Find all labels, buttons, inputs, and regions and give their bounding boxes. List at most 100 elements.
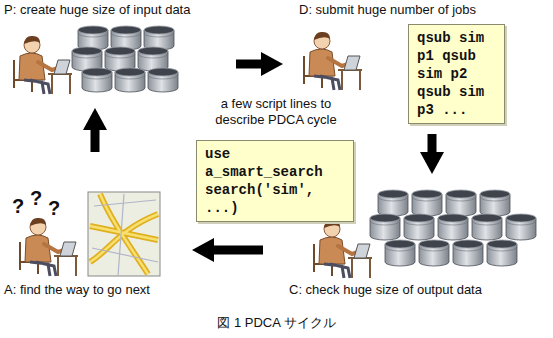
disk-symbol bbox=[412, 190, 442, 216]
disk-symbol bbox=[438, 214, 468, 240]
disk-symbol bbox=[115, 68, 145, 92]
desk bbox=[54, 256, 78, 276]
disk-top bbox=[144, 26, 174, 34]
disk-rim bbox=[144, 33, 174, 37]
question-mark: ? bbox=[30, 186, 42, 211]
disk-symbol bbox=[385, 240, 415, 266]
disk-symbol bbox=[78, 26, 108, 50]
disk-symbol bbox=[148, 68, 178, 92]
disk-rim bbox=[111, 33, 141, 37]
disk-rim bbox=[105, 54, 135, 58]
disk-rim bbox=[404, 221, 434, 225]
disk-symbol bbox=[404, 214, 434, 240]
disk-top bbox=[115, 68, 145, 76]
disk-top bbox=[419, 240, 449, 248]
disk-top bbox=[105, 47, 135, 55]
disk-symbol bbox=[480, 190, 510, 216]
disk-top bbox=[487, 240, 517, 248]
person-figure bbox=[304, 32, 362, 90]
disk-rim bbox=[138, 54, 168, 58]
disk-symbol bbox=[378, 190, 408, 216]
cycle-arrow bbox=[428, 134, 437, 152]
question-mark: ? bbox=[12, 194, 24, 219]
disk-rim bbox=[78, 33, 108, 37]
note-text: a few script lines to describe PDCA cycl… bbox=[196, 96, 356, 129]
cycle-arrow bbox=[236, 60, 261, 69]
map-street bbox=[92, 194, 158, 276]
disk-rim bbox=[378, 197, 408, 201]
code-box: qsub sim p1 qsub sim p2 qsub sim p3 ... bbox=[408, 24, 505, 124]
laptop bbox=[54, 60, 70, 74]
disk-rim bbox=[370, 221, 400, 225]
disk-top bbox=[111, 26, 141, 34]
laptop bbox=[60, 242, 76, 256]
disk-symbol bbox=[138, 47, 168, 71]
hair bbox=[30, 218, 46, 226]
disk-top bbox=[385, 240, 415, 248]
desk bbox=[48, 74, 72, 94]
disk-rim bbox=[480, 197, 510, 201]
stage-area: A: find the way to go next bbox=[0, 180, 186, 300]
disk-symbol bbox=[472, 214, 502, 240]
legs bbox=[314, 76, 340, 90]
disk-top bbox=[438, 214, 468, 222]
disk-top bbox=[412, 190, 442, 198]
disk-top bbox=[480, 190, 510, 198]
disk-rim bbox=[472, 221, 502, 225]
disk-rim bbox=[446, 197, 476, 201]
disk-symbol bbox=[144, 26, 174, 50]
person-figure bbox=[314, 220, 372, 278]
hair bbox=[24, 36, 40, 44]
code-text: qsub sim p1 qsub sim p2 qsub sim p3 ... bbox=[417, 29, 496, 119]
disk-rim bbox=[82, 75, 112, 79]
disk-rim bbox=[148, 75, 178, 79]
disk-rim bbox=[438, 221, 468, 225]
stage-heading: C: check huge size of output data bbox=[289, 282, 544, 298]
disk-symbol bbox=[111, 26, 141, 50]
disk-symbol bbox=[506, 214, 536, 240]
code-box: use a_smart_search search('sim', ...) bbox=[196, 140, 354, 222]
hair bbox=[314, 32, 330, 40]
disk-rim bbox=[419, 247, 449, 251]
disk-top bbox=[453, 240, 483, 248]
disk-top bbox=[78, 26, 108, 34]
person-figure bbox=[20, 218, 78, 276]
disk-rim bbox=[412, 197, 442, 201]
laptop bbox=[344, 56, 360, 70]
stage-heading: P: create huge size of input data bbox=[4, 2, 222, 18]
body bbox=[309, 49, 335, 76]
body bbox=[319, 237, 345, 264]
stage-area: P: create huge size of input data bbox=[0, 0, 226, 100]
disk-top bbox=[404, 214, 434, 222]
legs bbox=[24, 80, 50, 94]
disk-symbol bbox=[105, 47, 135, 71]
disk-top bbox=[446, 190, 476, 198]
map-picture bbox=[88, 192, 160, 276]
disk-symbol bbox=[419, 240, 449, 266]
disk-top bbox=[82, 68, 112, 76]
person-figure bbox=[14, 36, 72, 94]
disk-top bbox=[148, 68, 178, 76]
disk-symbol bbox=[446, 190, 476, 216]
disk-rim bbox=[72, 54, 102, 58]
disk-top bbox=[506, 214, 536, 222]
stage-heading: D: submit huge number of jobs bbox=[299, 2, 544, 18]
disk-symbol bbox=[82, 68, 112, 92]
stage-heading: A: find the way to go next bbox=[4, 282, 182, 298]
body bbox=[25, 235, 51, 262]
code-text: use a_smart_search search('sim', ...) bbox=[205, 145, 345, 217]
legs bbox=[324, 264, 350, 278]
legs bbox=[30, 262, 56, 276]
disk-top bbox=[138, 47, 168, 55]
disk-rim bbox=[487, 247, 517, 251]
disk-top bbox=[72, 47, 102, 55]
disk-rim bbox=[506, 221, 536, 225]
disk-rim bbox=[385, 247, 415, 251]
disk-rim bbox=[115, 75, 145, 79]
disk-symbol bbox=[453, 240, 483, 266]
laptop bbox=[354, 244, 370, 258]
stage-area: D: submit huge number of jobs qsub sim p1… bbox=[295, 0, 548, 126]
disk-rim bbox=[453, 247, 483, 251]
disk-symbol bbox=[72, 47, 102, 71]
